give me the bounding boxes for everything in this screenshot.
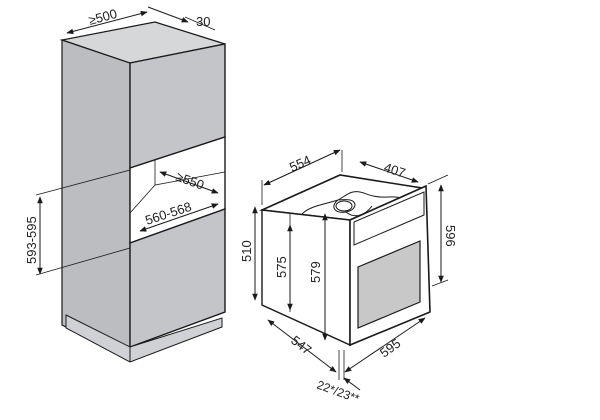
dim-oven-body-width: 407 [382, 160, 407, 181]
body-width-arrow [359, 161, 419, 183]
niche-height-leader-top [35, 169, 131, 196]
niche-depth-arrow [159, 171, 219, 194]
gap-leader [184, 16, 216, 31]
fan-icon [335, 200, 353, 212]
niche-height-leader-bottom [35, 247, 131, 276]
niche-floor-edge [129, 184, 156, 214]
dim-oven-body-depth: 554 [287, 152, 313, 175]
dim-rear-gap: 30 [196, 14, 210, 29]
niche-width-arrow [139, 203, 219, 232]
oven-control-panel [353, 191, 425, 246]
dim-oven-body-height: 579 [308, 261, 323, 283]
oven-window [357, 240, 421, 329]
gap-arrow [147, 6, 189, 23]
dim-niche-height: 593-595 [24, 216, 39, 264]
dim-oven-front-width: 595 [377, 336, 403, 361]
oven [259, 174, 431, 347]
dim-oven-body-height-front: 575 [274, 256, 289, 278]
dim-oven-side-depth: 547 [288, 333, 314, 358]
front-width-arrow [344, 317, 426, 373]
front-thickness-arrow [343, 377, 361, 391]
dim-oven-front-thickness: 22*/23** [315, 378, 361, 406]
body-depth-arrow [263, 149, 341, 186]
front-height-leader-top [427, 174, 449, 185]
cabinet-side [61, 39, 131, 361]
front-height-leader-bottom [431, 279, 449, 287]
side-depth-arrow [267, 319, 337, 373]
depth-arrow [66, 10, 148, 35]
tall-cabinet [59, 21, 226, 363]
dim-cabinet-depth: ≥500 [87, 6, 119, 28]
dim-oven-side-height: 510 [239, 240, 254, 262]
dim-oven-front-height: 596 [443, 225, 458, 247]
